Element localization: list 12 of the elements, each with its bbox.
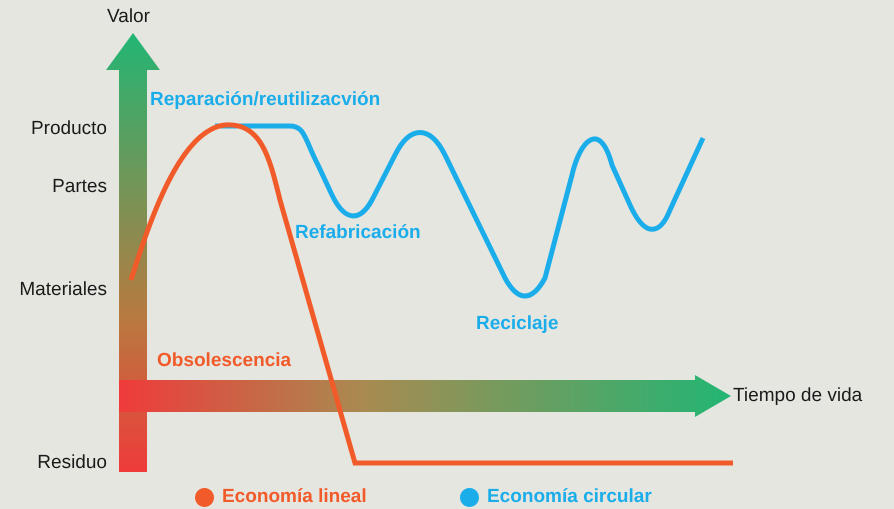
stage-label: Obsolescencia [157, 350, 292, 372]
axis-tick-label: Residuo [36, 452, 107, 474]
stage-label: Reparación/reutilizacvión [150, 89, 380, 111]
axis-tick-label: Producto [30, 118, 107, 140]
legend-label: Economía lineal [222, 486, 367, 508]
stage-label: Reciclaje [476, 313, 558, 335]
legend-label: Economía circular [487, 486, 652, 508]
stage-label: Refabricación [295, 222, 421, 244]
axis-title: Tiempo de vida [733, 385, 862, 407]
axis-tick-label: Partes [51, 176, 107, 198]
axis-title: Valor [107, 6, 150, 28]
axis-tick-label: Materiales [18, 279, 107, 301]
